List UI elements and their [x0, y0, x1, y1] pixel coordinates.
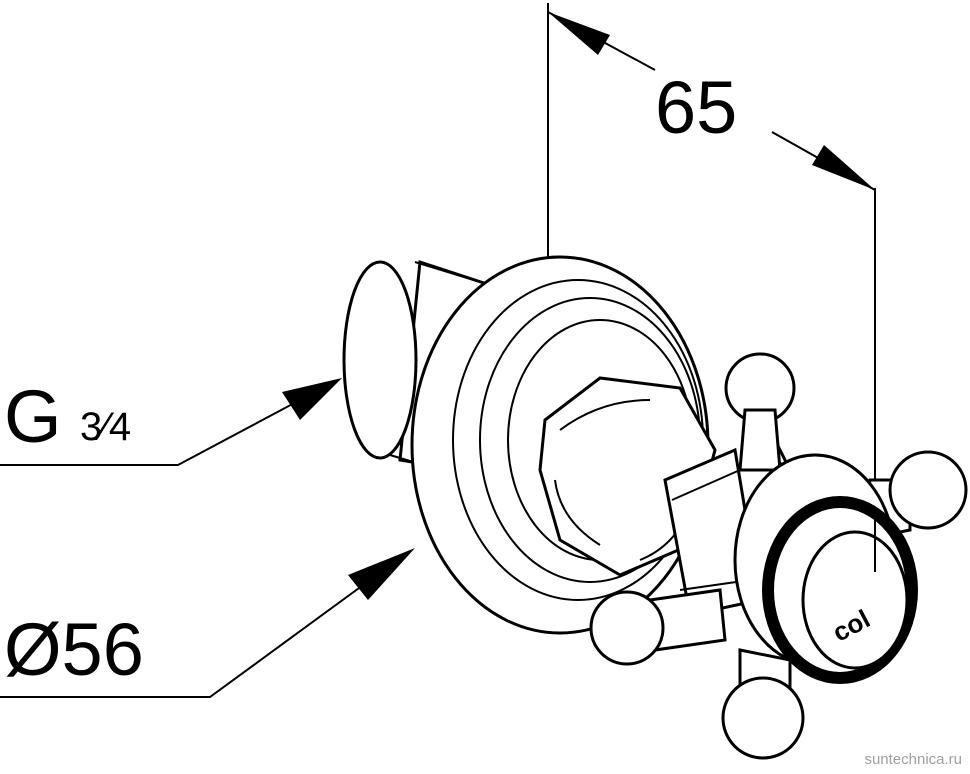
diameter-label: Ø56: [4, 608, 144, 691]
dimension-65: 65: [547, 3, 876, 600]
cross-handle: col: [589, 352, 968, 760]
arrow-icon: [548, 12, 610, 55]
watermark: suntechnica.ru: [864, 751, 962, 768]
arrow-icon: [282, 378, 342, 420]
diameter-callout: Ø56: [0, 548, 415, 698]
handle-ball-right: [888, 450, 968, 530]
arrow-icon: [348, 548, 415, 600]
thread-fraction-label: 3⁄4: [80, 405, 131, 449]
handle-ball-left: [589, 590, 665, 666]
cap-indicator: [801, 530, 909, 670]
handle-ball-bottom: [721, 676, 805, 760]
leader-line: [0, 399, 301, 466]
hex-nut: [538, 376, 717, 577]
arrow-icon: [812, 145, 875, 190]
thread-callout: G 3⁄4: [0, 375, 342, 466]
thread-label: G: [4, 375, 62, 458]
leader-line: [0, 579, 371, 698]
dimension-length-label: 65: [655, 66, 737, 149]
